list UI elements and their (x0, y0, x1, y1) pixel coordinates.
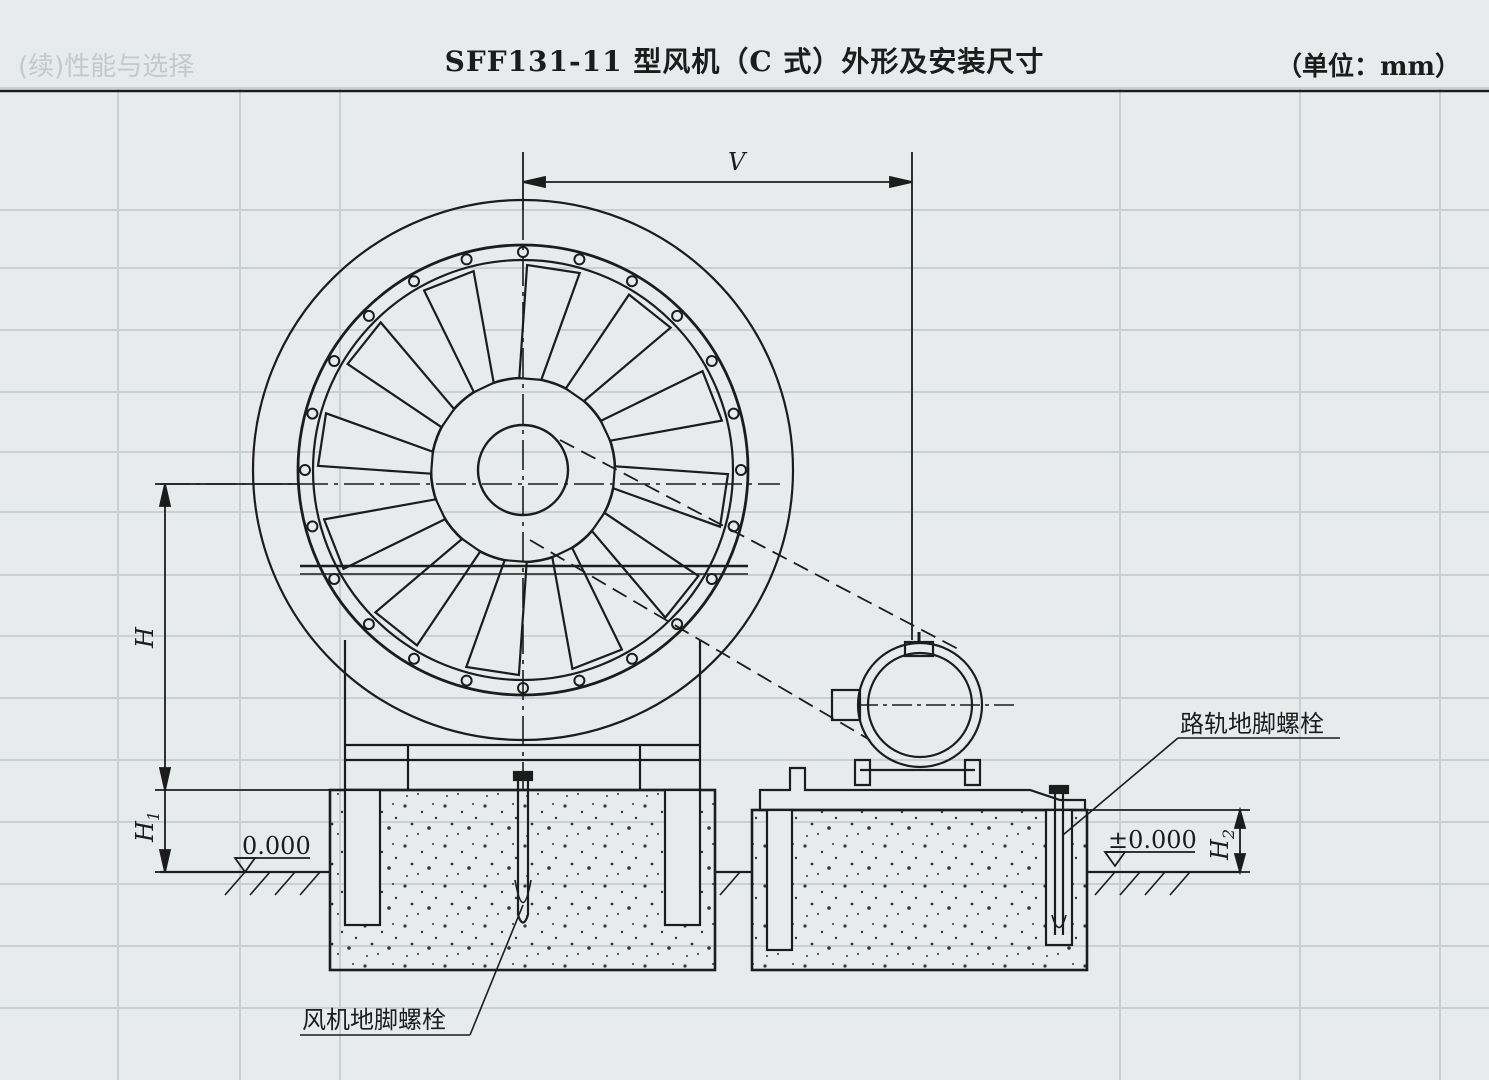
flange-bolt (408, 275, 420, 288)
flange-bolt (328, 573, 341, 585)
fan-blade (422, 269, 495, 394)
dimension-h1-subscript: 1 (144, 811, 163, 821)
fan-blade (612, 465, 730, 529)
fan-blade (464, 559, 528, 677)
motor-assembly (830, 632, 1015, 787)
fan-blade (322, 498, 447, 571)
unit-label: （单位：mm） (1275, 52, 1461, 82)
fan-blade (599, 369, 724, 442)
fan-foundation (328, 770, 717, 972)
flange-bolt (573, 674, 586, 687)
page-title: SFF131-11 型风机（C 式）外形及安装尺寸 (444, 45, 1045, 78)
fan-blade (551, 546, 624, 671)
level-marker-right (1103, 851, 1127, 868)
flange-bolt (362, 309, 375, 322)
flange-bolt (408, 652, 420, 665)
ground-right (1087, 870, 1240, 896)
dimension-h1 (155, 790, 172, 873)
flange-bolt (460, 674, 473, 687)
fan-blade (373, 537, 482, 648)
dimension-h2 (1087, 806, 1250, 876)
background-faded-header: (续)性能与选择 (18, 52, 195, 82)
flange-bolts (299, 246, 747, 694)
dimension-v-label: V (728, 148, 748, 176)
ground-middle (715, 870, 752, 896)
fan-blade (316, 411, 434, 475)
flange-bolt (705, 355, 718, 367)
leader-rail-bolt (1062, 737, 1340, 836)
motor-foundation (750, 784, 1089, 972)
dimension-v (522, 152, 913, 640)
flange-bolt (328, 355, 341, 367)
dimension-h2-subscript: 2 (1219, 829, 1238, 840)
flange-bolt (460, 253, 473, 266)
dimension-h1-label: H1 (131, 811, 163, 843)
flange-bolt (306, 407, 319, 420)
flange-bolt (705, 573, 718, 585)
dimension-h-label: H (131, 626, 159, 649)
ghost-table-grid (0, 87, 1489, 1080)
flange-bolt (727, 407, 740, 420)
flange-bolt (671, 309, 684, 322)
flange-bolt (626, 652, 638, 665)
flange-bolt (306, 520, 319, 533)
level-label-left: 0.000 (242, 832, 311, 860)
flange-bolt (299, 464, 311, 476)
leader-fan-bolt (300, 904, 524, 1036)
dimension-h2-label: H2 (1206, 829, 1238, 861)
motor-rail-base (758, 766, 1087, 812)
motor-side-box (830, 688, 862, 722)
fan-blade (345, 320, 456, 429)
fan-bolt-label: 风机地脚螺栓 (302, 1006, 446, 1034)
flange-bolt (626, 275, 638, 288)
flange-bolt (735, 464, 747, 476)
level-label-right: ±0.000 (1108, 826, 1197, 854)
level-marker-left (233, 857, 257, 874)
flange-bolt (573, 253, 586, 266)
flange-bolt (362, 618, 375, 631)
rail-bolt-label: 路轨地脚螺栓 (1180, 710, 1324, 738)
fan-blade (518, 263, 582, 381)
flange-bolt (671, 618, 684, 631)
dimension-h (155, 483, 330, 791)
drive-belt-lines (529, 439, 961, 741)
fan-blade (564, 292, 673, 403)
